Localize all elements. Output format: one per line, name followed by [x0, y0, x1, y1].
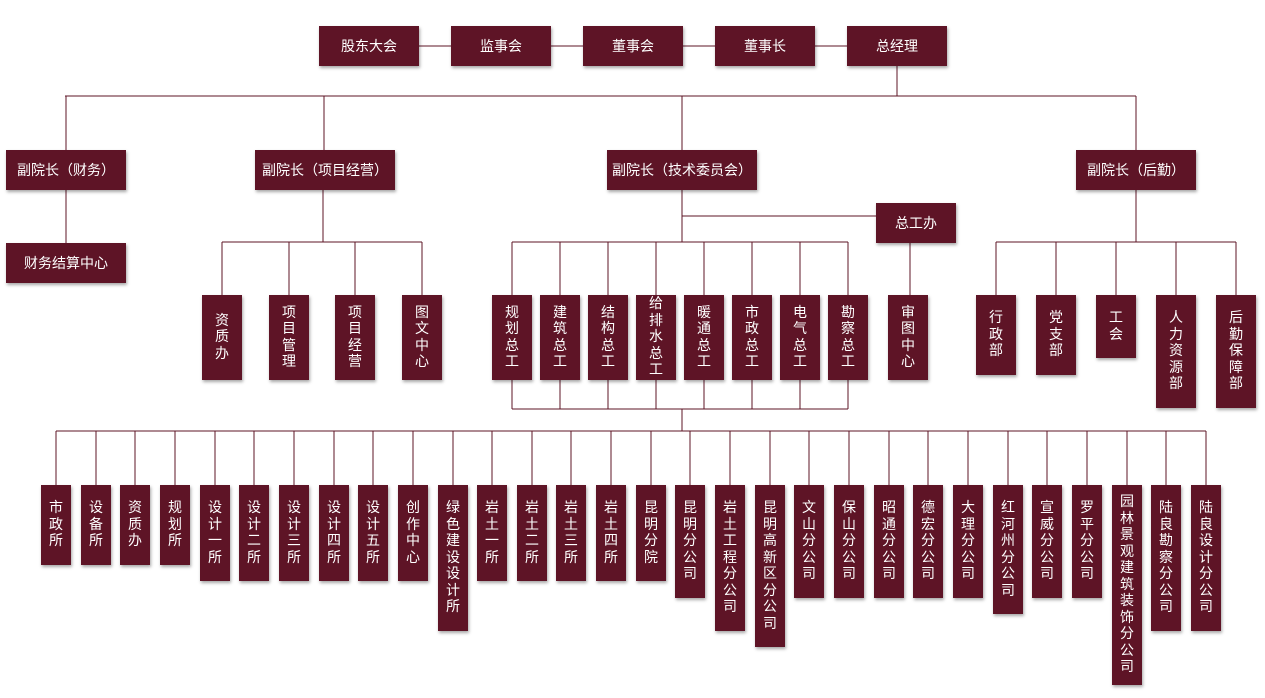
deputy-box-2: 副院长（项目经营）	[255, 150, 395, 190]
branch-box-24: 大 理 分 公 司	[953, 485, 983, 598]
top-box-5: 总经理	[847, 26, 947, 66]
branch-box-26: 宣 威 分 公 司	[1032, 485, 1062, 598]
branch-box-21: 保 山 分 公 司	[834, 485, 864, 598]
top-box-3: 董事会	[583, 26, 683, 66]
branch-box-3: 资 质 办	[120, 485, 150, 565]
logistics-unit-box-1: 行 政 部	[976, 295, 1016, 375]
logistics-unit-box-5: 后 勤 保 障 部	[1216, 295, 1256, 408]
branch-box-30: 陆 良 设 计 分 公 司	[1191, 485, 1221, 631]
project-unit-box-3: 项 目 经 营	[335, 295, 375, 380]
chief-engineer-box-5: 暖 通 总 工	[684, 295, 724, 380]
finance-center-box: 财务结算中心	[6, 243, 126, 283]
branch-box-16: 昆 明 分 院	[636, 485, 666, 581]
branch-box-11: 绿 色 建 设 设 计 所	[438, 485, 468, 631]
branch-box-5: 设 计 一 所	[200, 485, 230, 581]
logistics-unit-box-2: 党 支 部	[1036, 295, 1076, 375]
chief-engineer-box-1: 规 划 总 工	[492, 295, 532, 380]
branch-box-19: 昆 明 高 新 区 分 公 司	[755, 485, 785, 647]
chief-engineer-box-4: 给 排 水 总 工	[636, 295, 676, 380]
branch-box-17: 昆 明 分 公 司	[675, 485, 705, 598]
chief-office-box: 总工办	[876, 203, 956, 243]
chief-engineer-box-6: 市 政 总 工	[732, 295, 772, 380]
chief-engineer-box-3: 结 构 总 工	[588, 295, 628, 380]
logistics-unit-box-3: 工 会	[1096, 295, 1136, 358]
branch-box-1: 市 政 所	[41, 485, 71, 565]
branch-box-29: 陆 良 勘 察 分 公 司	[1151, 485, 1181, 631]
branch-box-25: 红 河 州 分 公 司	[993, 485, 1023, 614]
branch-box-7: 设 计 三 所	[279, 485, 309, 581]
top-box-1: 股东大会	[319, 26, 419, 66]
branch-box-20: 文 山 分 公 司	[794, 485, 824, 598]
branch-box-14: 岩 土 三 所	[556, 485, 586, 581]
branch-box-15: 岩 土 四 所	[596, 485, 626, 581]
branch-box-10: 创 作 中 心	[398, 485, 428, 581]
branch-box-23: 德 宏 分 公 司	[913, 485, 943, 598]
logistics-unit-box-4: 人 力 资 源 部	[1156, 295, 1196, 408]
branch-box-2: 设 备 所	[81, 485, 111, 565]
branch-box-9: 设 计 五 所	[358, 485, 388, 581]
branch-box-28: 园 林 景 观 建 筑 装 饰 分 公 司	[1112, 485, 1142, 685]
project-unit-box-4: 图 文 中 心	[402, 295, 442, 380]
deputy-box-3: 副院长（技术委员会）	[607, 150, 757, 190]
project-unit-box-1: 资 质 办	[202, 295, 242, 380]
branch-box-22: 昭 通 分 公 司	[874, 485, 904, 598]
branch-box-27: 罗 平 分 公 司	[1072, 485, 1102, 598]
branch-box-6: 设 计 二 所	[239, 485, 269, 581]
branch-box-8: 设 计 四 所	[319, 485, 349, 581]
project-unit-box-2: 项 目 管 理	[269, 295, 309, 380]
branch-box-4: 规 划 所	[160, 485, 190, 565]
branch-box-13: 岩 土 二 所	[517, 485, 547, 581]
top-box-2: 监事会	[451, 26, 551, 66]
review-center-box: 审 图 中 心	[888, 295, 928, 380]
chief-engineer-box-2: 建 筑 总 工	[540, 295, 580, 380]
top-box-4: 董事长	[715, 26, 815, 66]
deputy-box-1: 副院长（财务）	[6, 150, 126, 190]
chief-engineer-box-7: 电 气 总 工	[780, 295, 820, 380]
branch-box-18: 岩 土 工 程 分 公 司	[715, 485, 745, 631]
branch-box-12: 岩 土 一 所	[477, 485, 507, 581]
deputy-box-4: 副院长（后勤）	[1076, 150, 1196, 190]
chief-engineer-box-8: 勘 察 总 工	[828, 295, 868, 380]
